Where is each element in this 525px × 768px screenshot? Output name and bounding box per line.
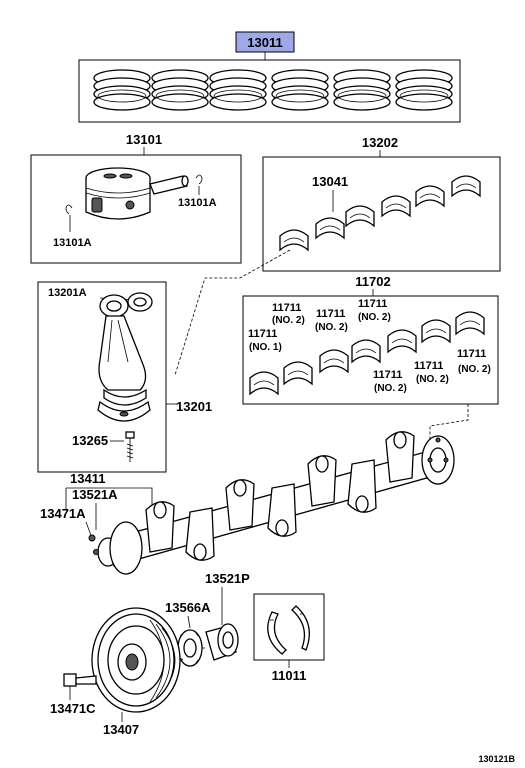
clip-label-right[interactable]: 13101A: [178, 197, 217, 209]
con-rod-bearing-shell-icon: [345, 205, 375, 228]
main-bearing-f-note: (NO. 2): [374, 383, 407, 394]
main-bearing-b-note: (NO. 2): [315, 322, 348, 333]
piston-ring-stacks: [93, 69, 453, 111]
thrust-washer-label[interactable]: 11011: [272, 668, 307, 683]
clip-icon-left: [65, 204, 73, 215]
con-rod-bearing-group: 13202 13041: [262, 135, 501, 272]
thrust-washer-group: 11011: [253, 593, 325, 683]
con-rod-bearing-shells: [279, 175, 481, 252]
con-rod-bearing-label[interactable]: 13041: [312, 174, 348, 189]
diagram-reference-code: 130121B: [478, 754, 515, 764]
main-bearing-a-note: (NO. 2): [272, 315, 305, 326]
piston-ring-stack-icon: [333, 69, 391, 111]
clip-icon-right: [195, 174, 203, 185]
piston-ring-stack-icon: [271, 69, 329, 111]
piston-ring-set-box: [78, 59, 461, 123]
connecting-rod-group: 13201A 13201 13265: [37, 281, 212, 473]
crankshaft-label[interactable]: 13411: [70, 471, 105, 486]
piston-ring-stack-icon: [93, 69, 151, 111]
main-bearing-shell-icon: [319, 349, 349, 374]
main-bearing-c-note: (NO. 2): [358, 312, 391, 323]
piston-ring-stack-icon: [395, 69, 453, 111]
crank-web-icon: [145, 501, 175, 553]
main-bearing-box: [242, 295, 499, 405]
crank-web-icon: [307, 455, 337, 507]
crank-pulley-label[interactable]: 13407: [103, 722, 139, 737]
main-bearing-c-label[interactable]: 11711: [358, 298, 387, 310]
main-bearing-shell-icon: [387, 329, 417, 354]
piston-box: [30, 154, 242, 264]
con-rod-bearing-shell-icon: [279, 229, 309, 252]
con-rod-bearing-shell-icon: [415, 185, 445, 208]
clip-label-left[interactable]: 13101A: [53, 237, 92, 249]
main-bearing-d-note: (NO. 1): [249, 342, 282, 353]
crank-web-icon: [385, 431, 415, 483]
crank-key-label[interactable]: 13521A: [72, 487, 118, 502]
pulley-bolt-label[interactable]: 13471C: [50, 701, 96, 716]
main-bearing-shell-icon: [249, 371, 279, 396]
crankshaft-group: 13411 13521A 13471A: [40, 431, 455, 575]
crank-pulley-icon: [91, 607, 181, 713]
main-bearing-e-label[interactable]: 11711: [414, 360, 443, 372]
piston-ring-stack-icon: [209, 69, 267, 111]
crank-sprocket-icon: [175, 629, 205, 667]
crank-web-icon: [225, 479, 255, 531]
con-rod-bolt-label[interactable]: 13265: [72, 433, 108, 448]
crank-pulley-group: 13471C 13407: [50, 607, 181, 737]
main-bearing-e-note: (NO. 2): [416, 374, 449, 385]
crank-web-icon: [185, 507, 215, 561]
crank-web-icon: [267, 483, 297, 537]
main-bearing-shell-icon: [283, 361, 313, 386]
main-bearing-g-label[interactable]: 11711: [457, 348, 486, 360]
main-bearing-shells: [249, 311, 485, 396]
piston-ring-set-label[interactable]: 13011: [247, 35, 282, 50]
timing-gear-icon: [205, 623, 239, 661]
con-rod-bushing-icon: [127, 292, 153, 312]
main-bearing-shell-icon: [351, 339, 381, 364]
connecting-rod-label[interactable]: 13201: [176, 399, 212, 414]
timing-gear-key-label[interactable]: 13521P: [205, 571, 250, 586]
main-bearing-set-label[interactable]: 11702: [355, 274, 390, 289]
piston-ring-stack-icon: [151, 69, 209, 111]
piston-label[interactable]: 13101: [126, 132, 162, 147]
connecting-rod-box: [37, 281, 167, 473]
con-rod-bearing-shell-icon: [451, 175, 481, 198]
crankshaft-icon: [88, 431, 455, 575]
main-bearing-d-label[interactable]: 11711: [248, 328, 277, 340]
con-rod-bearing-box: [262, 156, 501, 272]
main-bearing-g-note: (NO. 2): [458, 364, 491, 375]
piston-group: 13101 13101A 13101A: [30, 132, 242, 264]
con-rod-bolt-icon: [125, 431, 135, 462]
main-bearing-a-label[interactable]: 11711: [272, 302, 301, 314]
crank-pin-label[interactable]: 13471A: [40, 506, 86, 521]
con-rod-bearing-shell-icon: [315, 217, 345, 240]
main-bearing-shell-icon: [421, 319, 451, 344]
main-bearing-b-label[interactable]: 11711: [316, 308, 345, 320]
piston-pin-icon: [149, 175, 189, 195]
pulley-bolt-icon: [63, 673, 97, 700]
con-rod-bearing-set-label[interactable]: 13202: [362, 135, 398, 150]
main-bearing-leader: [429, 404, 469, 440]
con-rod-bearing-shell-icon: [381, 195, 411, 218]
crank-web-icon: [347, 459, 377, 513]
main-bearing-group: 11702 11711 (NO. 2) 11711 (NO. 2) 11711 …: [242, 274, 499, 405]
piston-ring-set-group: 13011: [78, 31, 461, 123]
connecting-rod-icon: [97, 294, 151, 422]
con-rod-bushing-label[interactable]: 13201A: [48, 287, 87, 299]
main-bearing-shell-icon: [455, 311, 485, 336]
piston-icon: [85, 167, 151, 220]
main-bearing-f-label[interactable]: 11711: [373, 369, 402, 381]
thrust-washer-icon: [267, 605, 310, 655]
timing-sprocket-group: 13521P 13566A: [165, 571, 250, 667]
crank-sprocket-label[interactable]: 13566A: [165, 600, 211, 615]
thrust-washer-box: [253, 593, 325, 661]
